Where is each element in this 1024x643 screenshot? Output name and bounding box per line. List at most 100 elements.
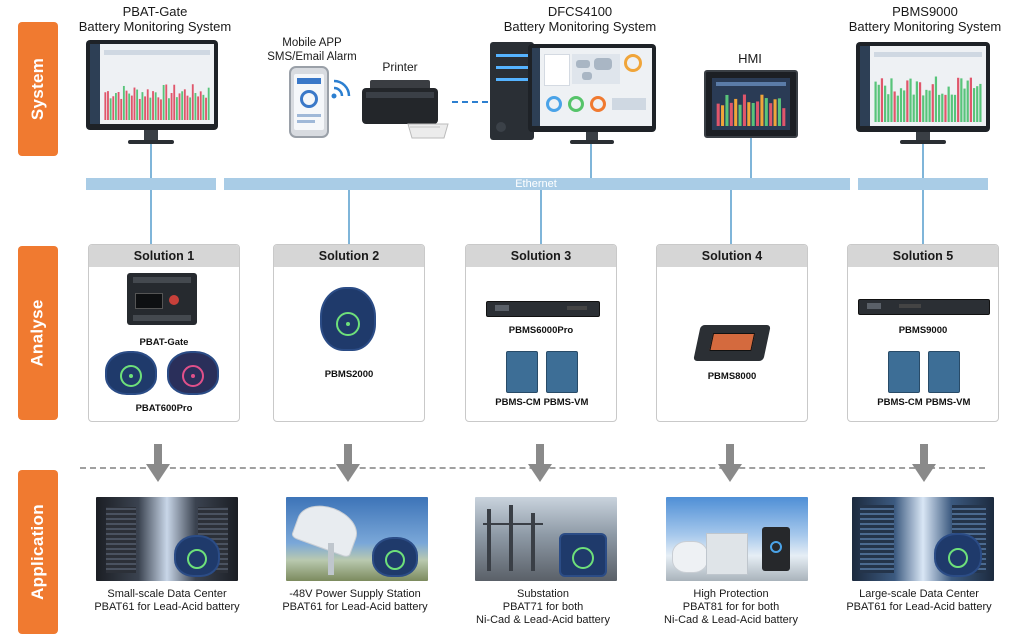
arrow-down-icon-1 xyxy=(146,444,170,482)
pbat600pro-sensor-1 xyxy=(105,351,157,395)
dfcs-title-line-1: DFCS4100 xyxy=(547,4,613,19)
app-caption-2: -48V Power Supply Station PBAT61 for Lea… xyxy=(264,588,446,614)
app-4-line-2: PBAT81 for for both xyxy=(682,601,780,613)
connector-hmi-top xyxy=(750,138,752,178)
connector-pbms9000-top xyxy=(922,144,924,178)
arrow-down-icon-2 xyxy=(336,444,360,482)
mobile-title: Mobile APP SMS/Email Alarm xyxy=(262,36,362,64)
screen-bar xyxy=(934,76,938,122)
screen-bar xyxy=(734,98,738,126)
app-3-line-3: Ni-Cad & Lead-Acid battery xyxy=(476,614,610,626)
pbms2000-sensor xyxy=(320,287,376,351)
dfcs-title-line-2: Battery Monitoring System xyxy=(503,19,657,34)
screen-bar xyxy=(207,87,210,120)
side-tab-system: System xyxy=(18,22,58,156)
screen-bar xyxy=(117,92,120,120)
screen-bar xyxy=(152,91,154,120)
screen-bar xyxy=(777,98,781,126)
screen-bar xyxy=(112,96,115,120)
app-4-line-1: High Protection xyxy=(693,588,769,600)
printer-icon xyxy=(362,80,449,139)
arrow-down-icon-5 xyxy=(912,444,936,482)
screen-bar xyxy=(944,94,947,122)
screen-bar xyxy=(890,78,893,122)
solution-3-title: Solution 3 xyxy=(466,245,616,267)
screen-bar xyxy=(130,95,133,120)
screen-bar xyxy=(880,78,884,122)
app-caption-5: Large-scale Data Center PBAT61 for Lead-… xyxy=(828,588,1010,614)
connector-pbat-gate-top xyxy=(150,144,152,178)
screen-bar xyxy=(960,78,963,122)
app-photo-small-data-center xyxy=(96,497,238,581)
dfcs-screen xyxy=(532,48,652,126)
pbms9000-bar-chart xyxy=(874,76,982,122)
printer-title: Printer xyxy=(382,60,418,74)
side-tab-analyse-label: Analyse xyxy=(28,299,47,367)
solution-2-device-1: PBMS2000 xyxy=(324,369,374,380)
screen-bar xyxy=(742,94,746,126)
connector-dfcs-top xyxy=(590,144,592,178)
server-tower xyxy=(490,42,534,140)
screen-bar xyxy=(104,92,107,120)
solution-2-title: Solution 2 xyxy=(274,245,424,267)
app-5-line-2: PBAT61 for Lead-Acid battery xyxy=(846,601,992,613)
app-caption-4: High Protection PBAT81 for for both Ni-C… xyxy=(640,588,822,627)
screen-bar xyxy=(874,81,877,122)
pbat-gate-title-line-2: Battery Monitoring System xyxy=(78,19,232,34)
mobile-title-line-2: SMS/Email Alarm xyxy=(267,51,357,63)
connector-solution-4 xyxy=(730,190,732,244)
screen-bar xyxy=(199,91,202,120)
ethernet-bus-right xyxy=(858,178,988,190)
screen-bar xyxy=(128,93,131,120)
screen-bar xyxy=(947,86,950,122)
app-4-line-3: Ni-Cad & Lead-Acid battery xyxy=(664,614,798,626)
pbms-cm-module-5 xyxy=(888,351,920,393)
solution-1-title: Solution 1 xyxy=(89,245,239,267)
dfcs-title: DFCS4100 Battery Monitoring System xyxy=(500,4,660,34)
screen-bar xyxy=(115,93,117,120)
ethernet-label: Ethernet xyxy=(515,178,557,190)
screen-bar xyxy=(186,95,189,120)
screen-bar xyxy=(884,85,887,122)
mobile-title-line-1: Mobile APP xyxy=(282,37,342,49)
connector-solution-5 xyxy=(922,190,924,244)
screen-bar xyxy=(721,105,725,126)
pbms-cm-module xyxy=(506,351,538,393)
solution-1-device-1: PBAT-Gate xyxy=(139,337,189,348)
pbms9000-title: PBMS9000 Battery Monitoring System xyxy=(840,4,1010,34)
screen-bar xyxy=(760,94,764,126)
screen-bar xyxy=(893,91,896,122)
solution-1-box: Solution 1 PBAT-Gate PBAT600Pro xyxy=(88,244,240,422)
screen-bar xyxy=(729,102,733,126)
solution-4-box: Solution 4 PBMS8000 xyxy=(656,244,808,422)
pbms9000-title-line-1: PBMS9000 xyxy=(892,4,958,19)
screen-bar xyxy=(769,103,773,126)
app-2-line-1: -48V Power Supply Station xyxy=(289,588,421,600)
mobile-phone xyxy=(289,66,329,138)
screen-bar xyxy=(141,92,144,120)
screen-bar xyxy=(165,84,168,120)
screen-bar xyxy=(922,95,925,122)
screen-bar xyxy=(205,97,207,120)
pbms9000-screen xyxy=(860,46,986,126)
screen-bar xyxy=(178,93,181,120)
app-1-line-1: Small-scale Data Center xyxy=(107,588,227,600)
printer-dashed-link xyxy=(452,101,488,103)
screen-bar xyxy=(887,94,890,122)
pbat-gate-bar-chart xyxy=(104,84,210,120)
side-tab-system-label: System xyxy=(28,57,47,121)
screen-bar xyxy=(107,91,109,120)
screen-bar xyxy=(197,96,199,120)
screen-bar xyxy=(738,104,742,126)
side-tab-application-label: Application xyxy=(28,504,48,600)
screen-bar xyxy=(756,101,760,126)
screen-bar xyxy=(181,91,184,120)
screen-bar xyxy=(136,89,139,120)
screen-bar xyxy=(202,94,205,120)
screen-bar xyxy=(925,89,928,122)
screen-bar xyxy=(941,93,944,122)
screen-bar xyxy=(162,84,165,120)
solution-5-title: Solution 5 xyxy=(848,245,998,267)
screen-bar xyxy=(133,87,136,120)
app-caption-3: Substation PBAT71 for both Ni-Cad & Lead… xyxy=(452,588,634,627)
